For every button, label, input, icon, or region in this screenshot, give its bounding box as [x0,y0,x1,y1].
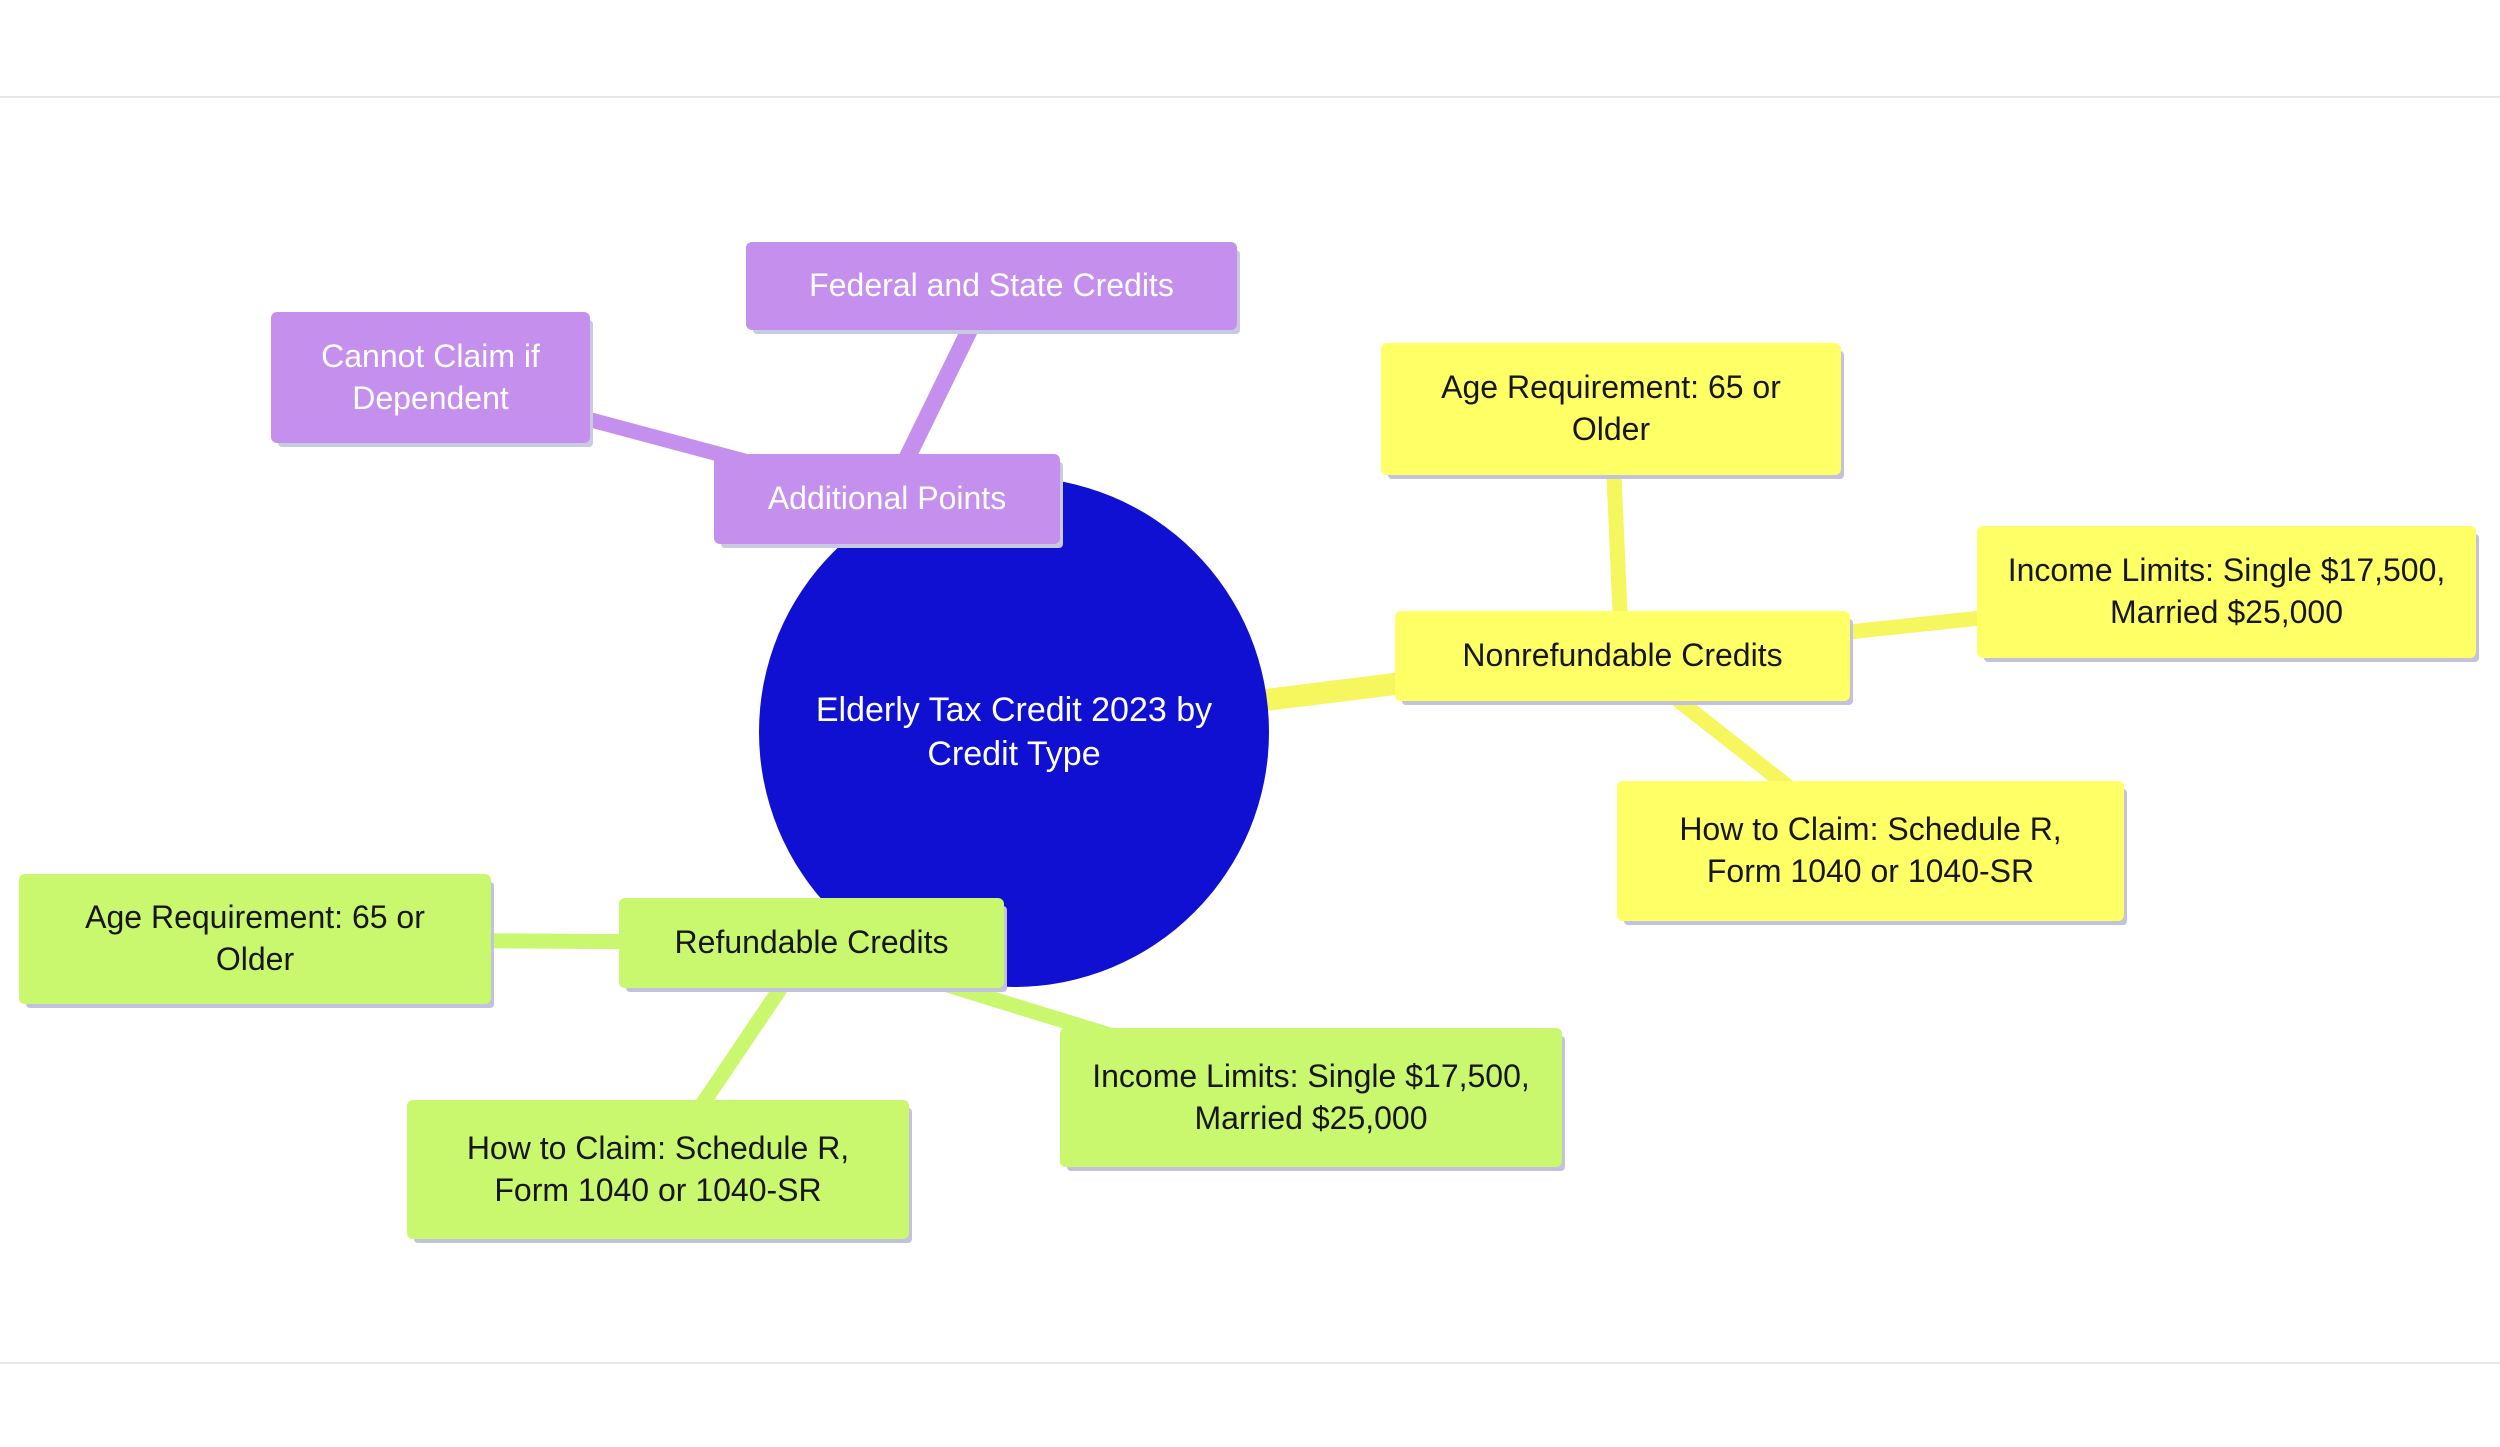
node-nonrefundable-credits: Nonrefundable Credits [1395,611,1850,701]
node-nonrefundable-age-requirement: Age Requirement: 65 or Older [1381,343,1841,475]
node-label: Refundable Credits [674,924,949,961]
node-nonrefundable-how-to-claim: How to Claim: Schedule R, Form 1040 or 1… [1617,781,2124,921]
top-divider-line [0,96,2500,98]
node-label: Cannot Claim if Dependent [321,337,540,416]
node-refundable-how-to-claim: How to Claim: Schedule R, Form 1040 or 1… [407,1100,909,1239]
node-cannot-claim-if-dependent: Cannot Claim if Dependent [271,312,590,443]
node-label: Age Requirement: 65 or Older [85,899,425,977]
node-refundable-credits: Refundable Credits [619,898,1004,988]
node-refundable-income-limits: Income Limits: Single $17,500, Married $… [1060,1028,1562,1167]
node-label: Income Limits: Single $17,500, Married $… [2007,552,2446,630]
node-label: Federal and State Credits [809,267,1174,304]
node-label: Nonrefundable Credits [1462,637,1783,674]
bottom-divider-line [0,1362,2500,1364]
node-federal-and-state-credits: Federal and State Credits [746,242,1237,330]
node-label: Additional Points [767,480,1007,517]
node-label: How to Claim: Schedule R, Form 1040 or 1… [1679,811,2062,889]
node-label: How to Claim: Schedule R, Form 1040 or 1… [466,1129,850,1208]
node-label: Income Limits: Single $17,500, Married $… [1092,1057,1530,1136]
node-label: Age Requirement: 65 or Older [1441,369,1781,447]
node-nonrefundable-income-limits: Income Limits: Single $17,500, Married $… [1977,526,2476,658]
node-refundable-age-requirement: Age Requirement: 65 or Older [19,874,491,1004]
node-additional-points: Additional Points [714,454,1060,544]
root-node-label: Elderly Tax Credit 2023 by Credit Type [815,690,1213,773]
